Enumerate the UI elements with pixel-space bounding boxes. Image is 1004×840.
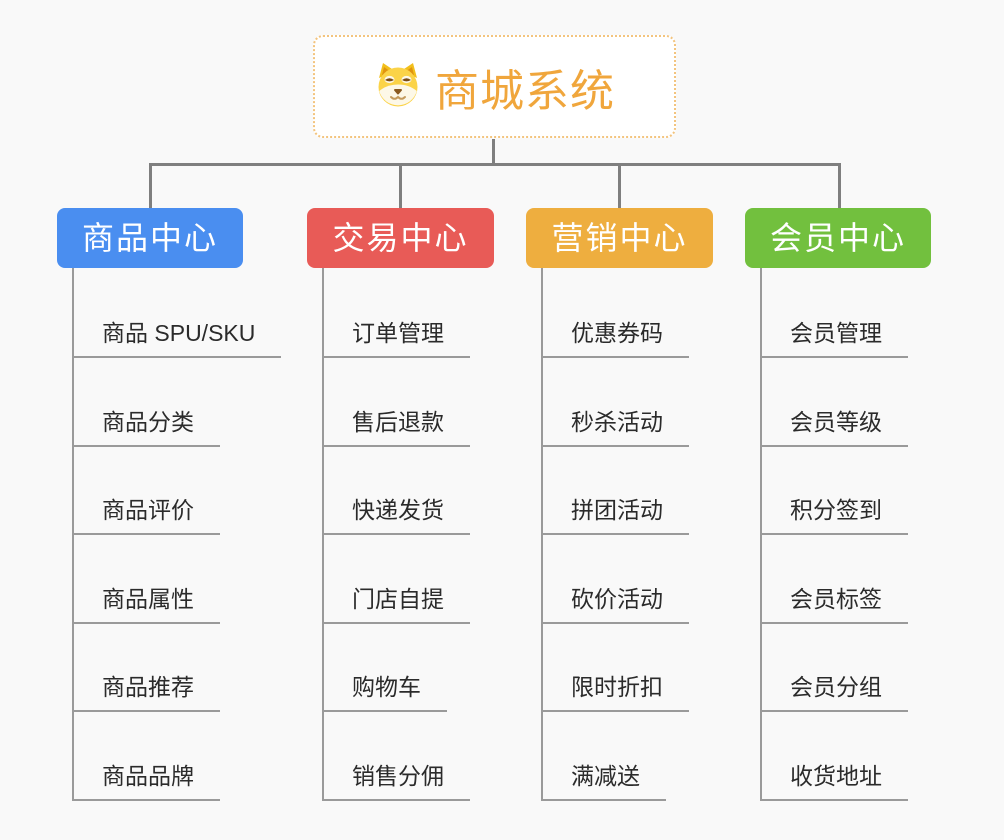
connector-stub-line	[399, 163, 402, 209]
sub-item[interactable]: 商品推荐	[72, 672, 220, 712]
sub-item[interactable]: 积分签到	[760, 495, 908, 535]
sub-item[interactable]: 会员等级	[760, 407, 908, 447]
sub-item[interactable]: 商品属性	[72, 584, 220, 624]
sub-item[interactable]: 优惠券码	[541, 318, 689, 358]
sub-item[interactable]: 砍价活动	[541, 584, 689, 624]
branch-node-product-center[interactable]: 商品中心	[57, 208, 243, 268]
sub-item[interactable]: 收货地址	[760, 761, 908, 801]
sub-item[interactable]: 商品评价	[72, 495, 220, 535]
connector-stub-line	[838, 163, 841, 209]
dog-face-icon	[374, 62, 422, 112]
sub-item[interactable]: 拼团活动	[541, 495, 689, 535]
sub-item[interactable]: 秒杀活动	[541, 407, 689, 447]
sub-item[interactable]: 商品品牌	[72, 761, 220, 801]
sub-item[interactable]: 商品 SPU/SKU	[72, 318, 282, 358]
branch-node-marketing-center[interactable]: 营销中心	[526, 208, 713, 268]
root-node[interactable]: 商城系统	[313, 35, 676, 138]
sub-item[interactable]: 购物车	[322, 672, 447, 712]
sub-item[interactable]: 限时折扣	[541, 672, 689, 712]
connector-stub-line	[618, 163, 621, 209]
sub-item[interactable]: 销售分佣	[322, 761, 470, 801]
connector-stub-line	[149, 163, 152, 209]
sub-item[interactable]: 订单管理	[322, 318, 470, 358]
root-title: 商城系统	[435, 66, 615, 116]
sub-item[interactable]: 会员管理	[760, 318, 908, 358]
connector-root-line	[492, 139, 495, 166]
branch-node-trade-center[interactable]: 交易中心	[307, 208, 494, 268]
sub-item[interactable]: 满减送	[541, 761, 666, 801]
sub-item[interactable]: 会员分组	[760, 672, 908, 712]
sub-item[interactable]: 售后退款	[322, 407, 470, 447]
sub-item[interactable]: 门店自提	[322, 584, 470, 624]
sub-item[interactable]: 会员标签	[760, 584, 908, 624]
connector-horizontal-line	[149, 163, 841, 166]
sub-item[interactable]: 商品分类	[72, 407, 220, 447]
branch-node-member-center[interactable]: 会员中心	[745, 208, 931, 268]
sub-item[interactable]: 快递发货	[322, 495, 470, 535]
